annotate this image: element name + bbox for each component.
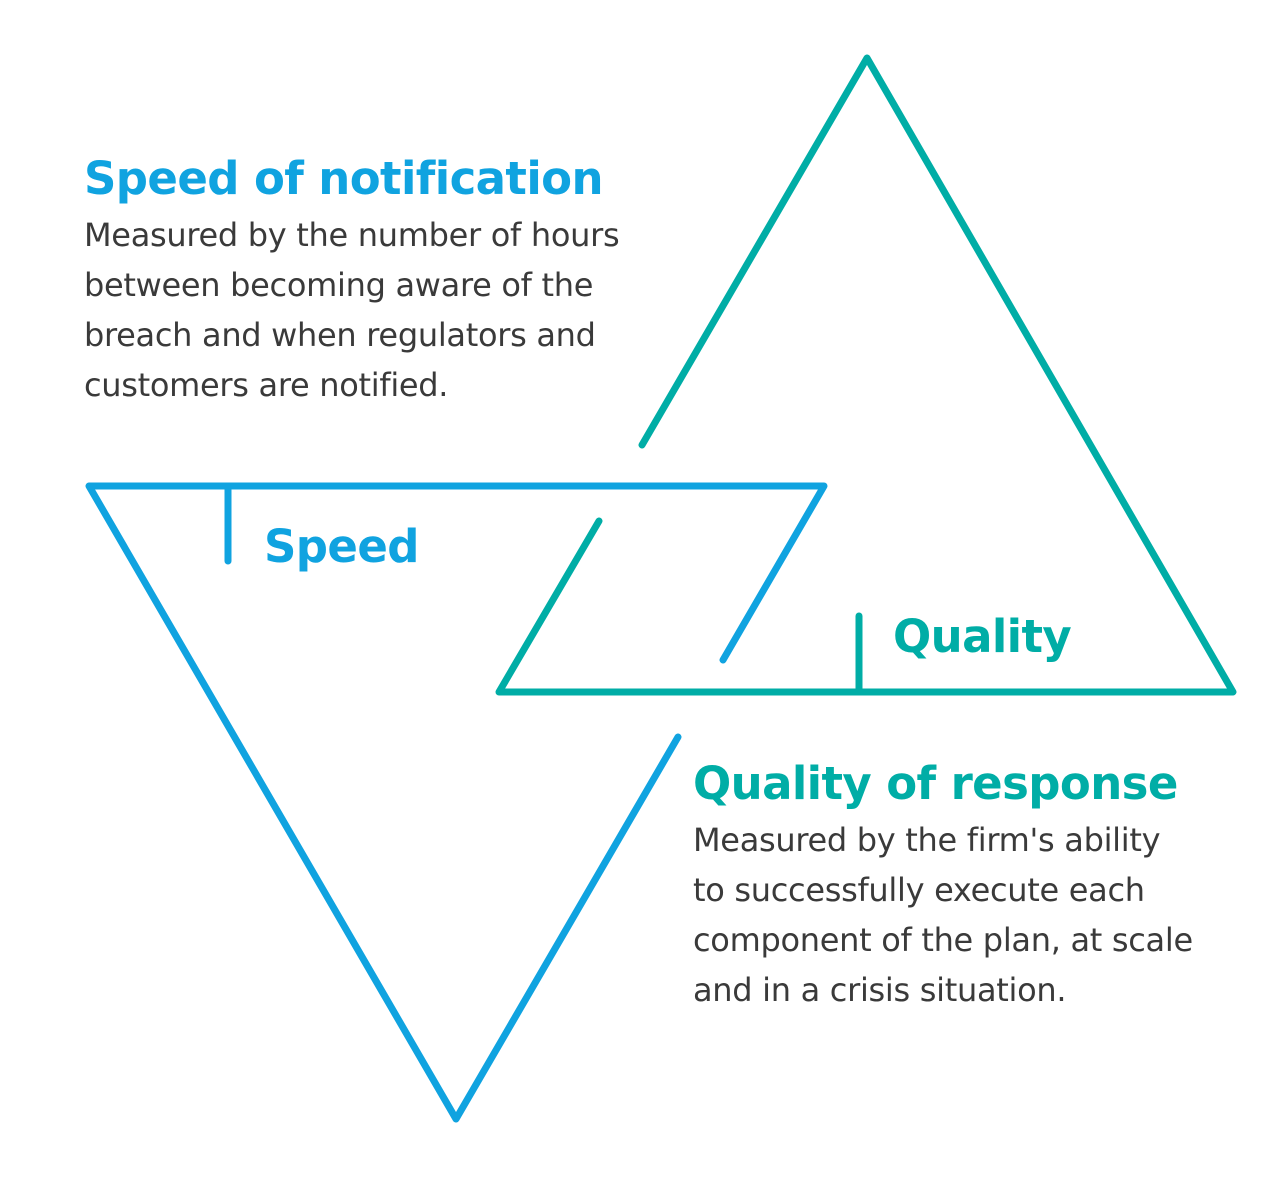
quality-description-line: to successfully execute each	[693, 871, 1145, 909]
speed-triangle	[85, 482, 828, 1123]
quality-label: Quality	[893, 610, 1072, 663]
speed-description-line: breach and when regulators and	[84, 316, 596, 354]
speed-description-line: between becoming aware of the	[84, 266, 594, 304]
speed-triangle-outer-edges	[85, 482, 828, 1123]
quality-triangle-outer-edges	[495, 54, 1237, 696]
quality-description-line: component of the plan, at scale	[693, 921, 1193, 959]
speed-description-block: Speed of notification Measured by the nu…	[84, 152, 620, 410]
speed-description-line: Measured by the number of hours	[84, 216, 620, 254]
speed-description-line: customers are notified.	[84, 366, 449, 404]
speed-heading: Speed of notification	[84, 152, 604, 205]
quality-description-line: Measured by the firm's ability	[693, 821, 1161, 859]
quality-description-line: and in a crisis situation.	[693, 971, 1067, 1009]
speed-label: Speed	[264, 520, 419, 573]
quality-heading: Quality of response	[693, 757, 1178, 810]
quality-triangle	[495, 54, 1237, 696]
speed-description: Measured by the number of hours between …	[84, 210, 620, 410]
quality-description: Measured by the firm's ability to succes…	[693, 815, 1193, 1015]
quality-description-block: Quality of response Measured by the firm…	[693, 757, 1193, 1015]
